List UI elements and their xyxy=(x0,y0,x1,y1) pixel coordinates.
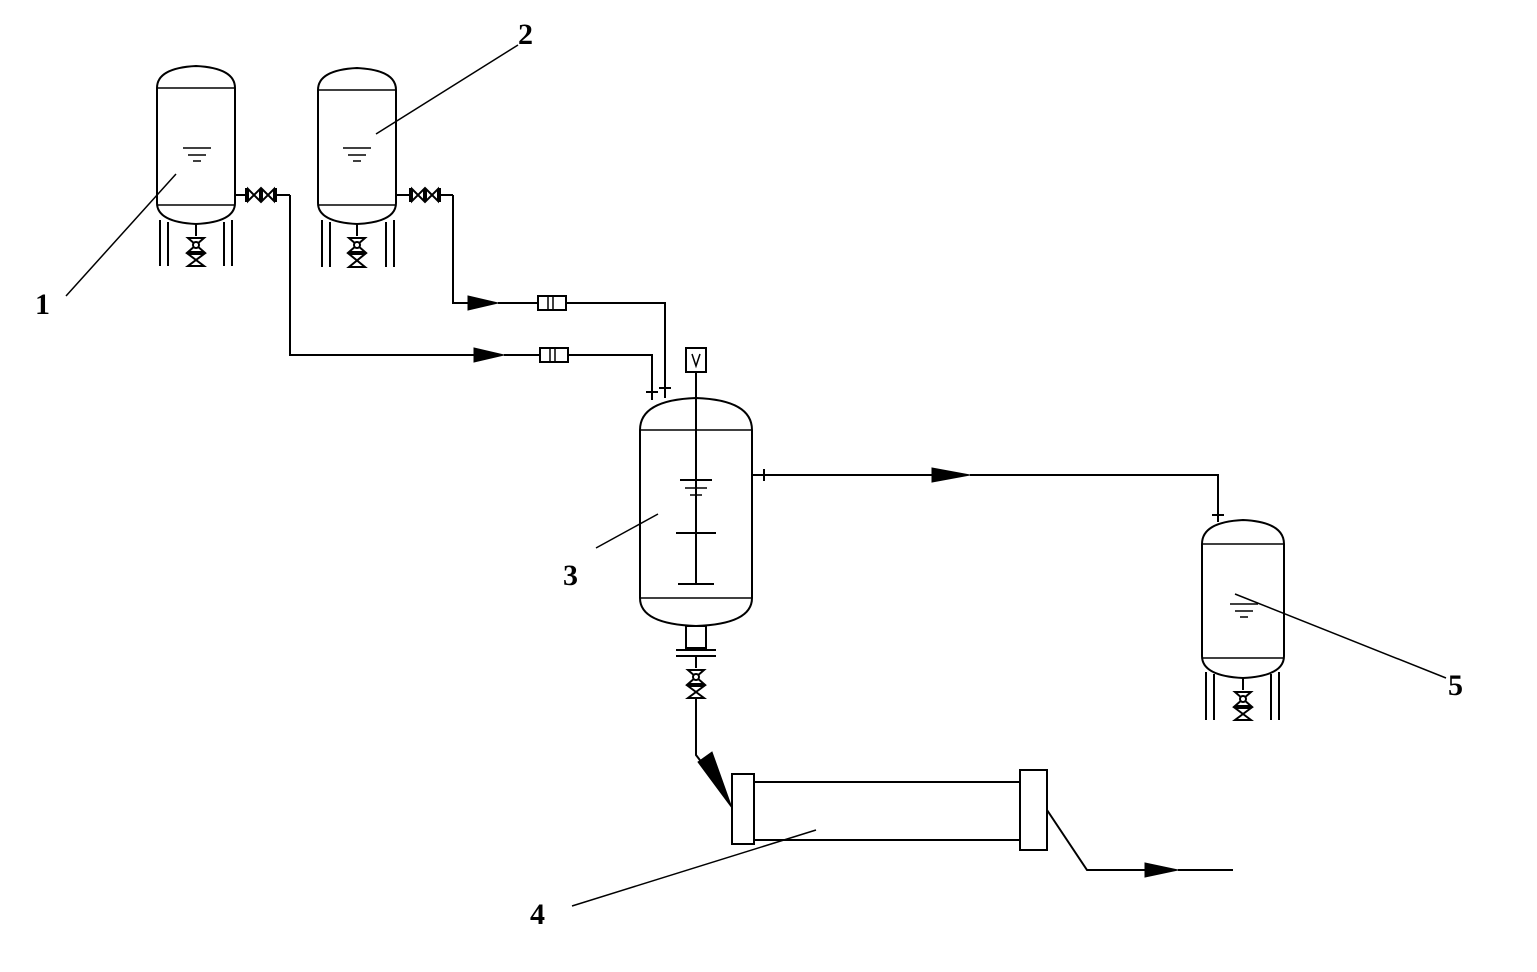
label-tank-5: 5 xyxy=(1448,669,1463,702)
label-reactor-3: 3 xyxy=(563,559,578,592)
flow-arrow-icon xyxy=(931,467,971,483)
leader-lines xyxy=(65,44,1447,907)
drain-valve-icon xyxy=(185,224,207,267)
label-column-4: 4 xyxy=(530,898,545,931)
bottom-outlet-icon xyxy=(676,625,716,668)
liquid-level-icon xyxy=(1230,603,1258,618)
bottom-valve-icon xyxy=(685,669,707,699)
flow-arrow-icon xyxy=(697,751,733,809)
liquid-level-icon xyxy=(343,147,371,162)
tank-2 xyxy=(317,66,453,268)
outlet-valve-icon xyxy=(235,186,290,204)
feed-line-tank-1 xyxy=(289,195,658,400)
column-4 xyxy=(731,769,1233,878)
agitator-motor-icon xyxy=(685,347,707,400)
label-tank-2: 2 xyxy=(518,18,533,51)
flowmeter-icon xyxy=(539,347,569,363)
flow-arrow-icon xyxy=(1144,862,1179,878)
bottom-line-to-column-4 xyxy=(695,698,733,809)
agitator-icon xyxy=(676,400,716,585)
liquid-level-icon xyxy=(183,147,211,162)
tank-1 xyxy=(156,64,290,267)
flow-arrow-icon xyxy=(467,295,499,311)
tank-5 xyxy=(1201,518,1285,721)
drain-valve-icon xyxy=(346,224,368,268)
overflow-line-to-tank-5 xyxy=(752,467,1224,522)
label-tank-1: 1 xyxy=(35,288,50,321)
outlet-valve-icon xyxy=(396,186,453,204)
reactor-3 xyxy=(639,347,753,699)
feed-line-tank-2 xyxy=(452,195,671,398)
drain-valve-icon xyxy=(1232,678,1254,721)
flow-arrow-icon xyxy=(473,347,505,363)
flowmeter-icon xyxy=(537,295,567,311)
